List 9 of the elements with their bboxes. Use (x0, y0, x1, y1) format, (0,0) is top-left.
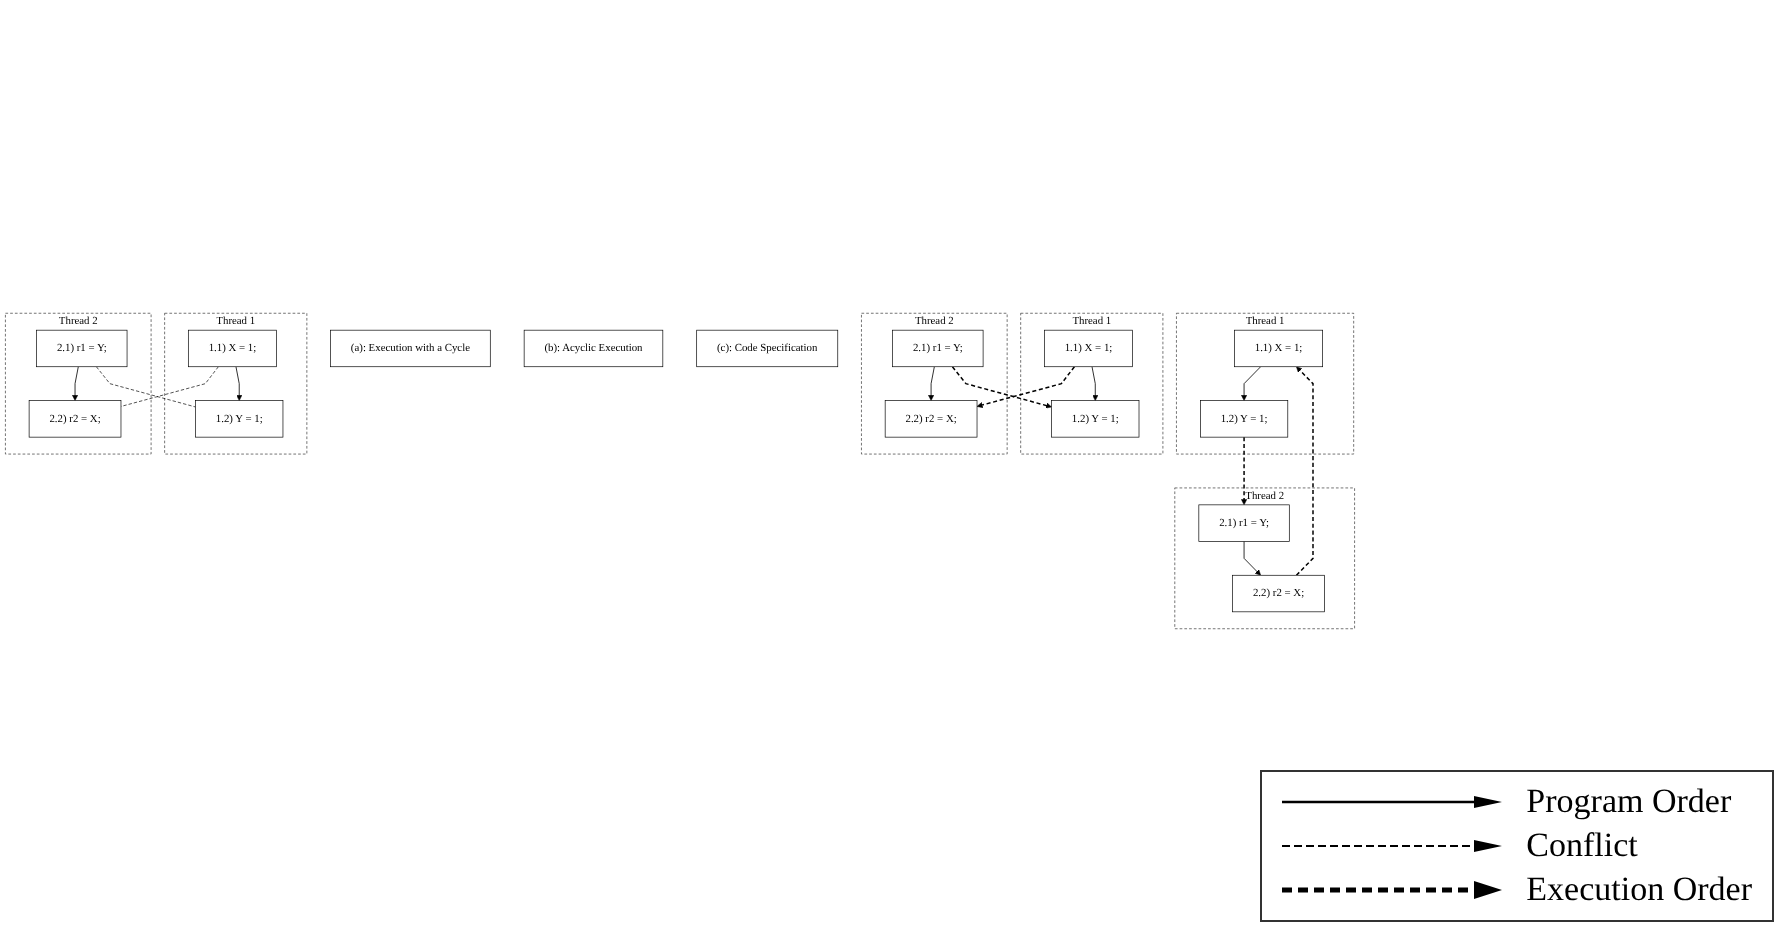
legend-label: Execution Order (1526, 868, 1752, 912)
arrow (1295, 366, 1314, 576)
connector (120, 366, 219, 407)
arrow (976, 366, 1076, 408)
legend-label: Program Order (1526, 780, 1732, 824)
arrow (951, 366, 1052, 409)
legend-label: Conflict (1526, 824, 1638, 868)
connector (96, 366, 196, 408)
arrow (1241, 436, 1248, 506)
